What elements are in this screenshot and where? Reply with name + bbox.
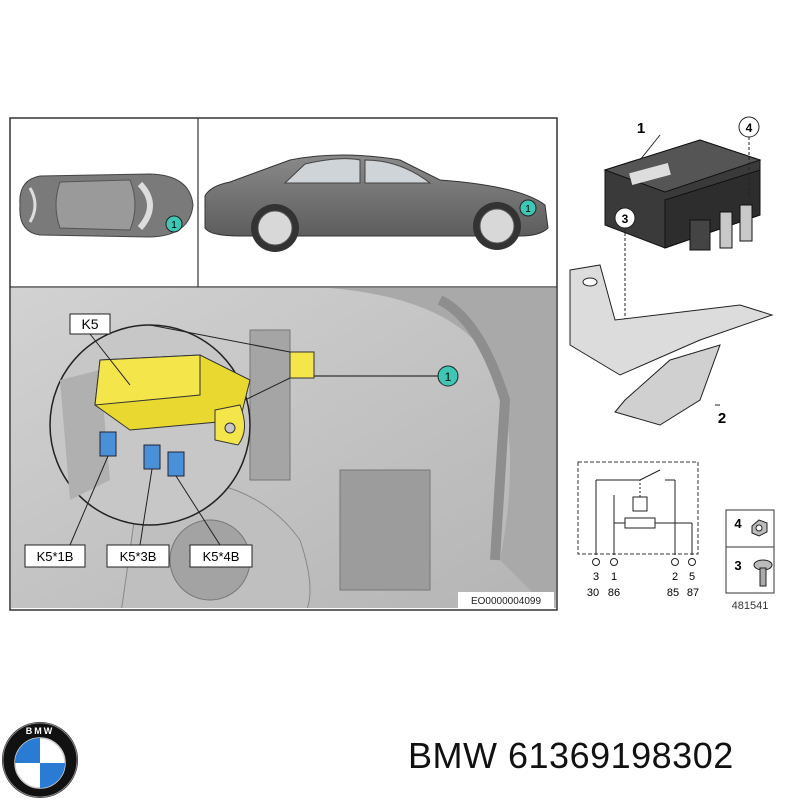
part-2-number: 2 bbox=[718, 410, 726, 427]
connector-label-4b bbox=[189, 544, 253, 568]
svg-text:3: 3 bbox=[622, 212, 629, 226]
car-side-view: 1 bbox=[204, 154, 549, 252]
terminal-85: 85 bbox=[667, 587, 679, 599]
pin-2: 2 bbox=[672, 571, 678, 583]
car-top-view: 1 bbox=[19, 173, 194, 238]
terminal-87: 87 bbox=[687, 587, 699, 599]
pin-5: 5 bbox=[689, 571, 695, 583]
svg-text:K5*3B: K5*3B bbox=[120, 549, 157, 564]
svg-text:1: 1 bbox=[171, 220, 177, 231]
product-title: BMW 61369198302 bbox=[408, 735, 798, 787]
relay-exploded-view: 1 4 3 2 bbox=[569, 116, 774, 427]
part-number: 61369198302 bbox=[508, 735, 734, 776]
legend-nut-number: 4 bbox=[734, 516, 742, 531]
connector-labels: K5*1B K5*3B K5*4B bbox=[24, 455, 253, 568]
svg-text:K5: K5 bbox=[81, 316, 98, 332]
svg-text:4: 4 bbox=[746, 121, 753, 135]
vehicle-location-illustration: 1 1 1 bbox=[9, 117, 558, 611]
svg-text:BMW: BMW bbox=[26, 726, 55, 736]
legend-code: 481541 bbox=[732, 600, 769, 612]
image-code: EO0000004099 bbox=[471, 596, 542, 607]
svg-text:K5*4B: K5*4B bbox=[203, 549, 240, 564]
terminal-86: 86 bbox=[608, 587, 620, 599]
svg-text:1: 1 bbox=[525, 204, 531, 215]
relay-schematic: 3 1 2 5 30 86 85 87 bbox=[577, 461, 699, 599]
legend-screw-number: 3 bbox=[734, 558, 741, 573]
relay-label-k5: K5 bbox=[69, 313, 131, 386]
svg-text:1: 1 bbox=[445, 370, 452, 384]
pin-1: 1 bbox=[611, 571, 617, 583]
pin-3: 3 bbox=[593, 571, 599, 583]
bmw-logo-icon: BMW bbox=[2, 722, 78, 798]
svg-text:K5*1B: K5*1B bbox=[37, 549, 74, 564]
brand-name: BMW bbox=[408, 735, 498, 776]
location-callout-main bbox=[437, 365, 459, 387]
location-callout-side bbox=[519, 199, 537, 217]
connector-label-3b bbox=[106, 544, 170, 568]
relay-location bbox=[289, 351, 315, 379]
part-1-number: 1 bbox=[637, 120, 645, 137]
part-1-leader bbox=[639, 134, 661, 161]
connector-label-1b bbox=[24, 544, 86, 568]
location-callout-top bbox=[165, 215, 183, 233]
hardware-legend: 4 3 481541 bbox=[725, 509, 775, 612]
terminal-30: 30 bbox=[587, 587, 599, 599]
